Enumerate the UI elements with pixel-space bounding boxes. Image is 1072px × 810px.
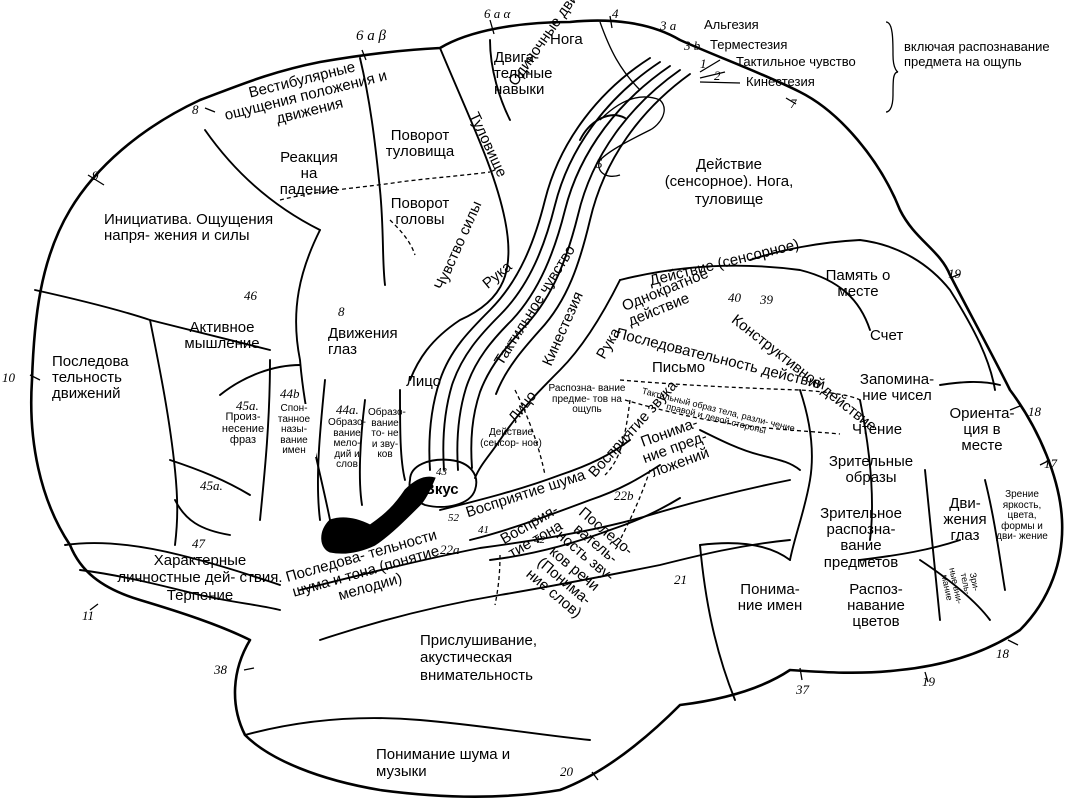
area-42-number: 42: [534, 534, 545, 546]
algesia-label: Альгезия: [704, 17, 759, 32]
tone-sounds-label: Образо- вание то- не и зву- ков: [368, 407, 406, 460]
area-37-number: 37: [796, 682, 809, 697]
taste-box: [408, 458, 478, 508]
area-39-number: 39: [760, 292, 773, 307]
area-46-number: 46: [244, 288, 257, 303]
writing-label: Письмо: [652, 359, 706, 376]
visual-reflex-label: Зри- тель- ные вни- мание: [939, 566, 982, 605]
leg-motor-label: Нога: [550, 31, 583, 48]
area-19-top-number: 19: [948, 266, 961, 281]
area-19-bottom-number: 19: [922, 674, 935, 689]
name-understanding-label: Понима- ние имен: [737, 581, 803, 615]
including-note-label: включая распознавание предмета на ощупь: [904, 39, 1050, 69]
motor-skills-label: Двига- тельные навыки: [494, 49, 553, 99]
area-45a-low-number: 45а.: [200, 478, 223, 493]
area-21-number: 21: [674, 572, 687, 587]
area-5-number: 5: [596, 156, 603, 171]
visual-images-label: Зрительные образы: [828, 453, 914, 487]
area-47-number: 47: [192, 536, 205, 551]
melody-label: Образо- вание мело- дий и слов: [328, 417, 366, 470]
area-10-number: 10: [2, 370, 15, 385]
area-22b-number: 22b: [614, 488, 634, 503]
area-2-number: 2: [714, 68, 721, 83]
face-motor-label: Лицо: [406, 373, 441, 390]
area-11-number: 11: [82, 608, 95, 623]
fall-reaction-label: Реакция на падение: [279, 149, 339, 199]
area-8-top-number: 8: [192, 102, 199, 117]
sequence-movements-label: Последова тельность движений: [52, 353, 129, 403]
object-recognition-label: Распозна- вание предме- тов на ощупь: [548, 383, 626, 415]
eye-movements-occ-label: Дви- жения глаз: [943, 495, 987, 545]
area-3b-number: 3 b: [684, 38, 701, 53]
area-6ab-number: 6 a β: [356, 28, 386, 44]
character-label: Характерные личностные дей- ствия. Терпе…: [117, 552, 283, 604]
reading-label: Чтение: [852, 421, 903, 438]
kinesthesia-top-label: Кинестезия: [746, 74, 815, 89]
area-20-number: 20: [560, 764, 573, 779]
tactile-top-label: Тактильное чувство: [736, 54, 856, 69]
noise-music-label: Понимание шума и музыки: [376, 746, 511, 781]
taste-label: Вкус: [424, 481, 459, 498]
thermesthesia-label: Терместезия: [710, 37, 788, 52]
brain-outline: [29, 19, 1064, 799]
area-8-number: 8: [338, 304, 345, 319]
sylvian-fissure: [321, 476, 436, 554]
area-9-number: 9: [92, 168, 99, 183]
trunk-turn-label: Поворот туловища: [385, 127, 455, 161]
area-41-number: 41: [478, 524, 489, 536]
orientation-label: Ориента- ция в месте: [949, 405, 1015, 455]
listening-label: Прислушивание, акустическая внимательнос…: [420, 632, 537, 684]
pronunciation-label: Произ- несение фраз: [221, 411, 265, 447]
area-18-bottom-number: 18: [996, 646, 1009, 661]
area-22a-number: 22а: [440, 542, 460, 557]
area-1-number: 1: [700, 56, 707, 71]
area-4-number: 4: [612, 6, 619, 21]
area-17-number: 17: [1044, 456, 1057, 471]
area-44a-number: 44а.: [336, 402, 359, 417]
area-7-number: 7: [790, 96, 797, 111]
naming-text: Спон- танное назы- вание имен: [272, 403, 316, 457]
area-44b-number: 44b: [280, 386, 300, 401]
area-40-number: 40: [728, 290, 741, 305]
area-38-number: 38: [214, 662, 227, 677]
area-18-top-number: 18: [1028, 404, 1041, 419]
area-43-number: 43: [436, 466, 447, 478]
head-turn-label: Поворот головы: [390, 195, 450, 229]
color-recognition-label: Распоз- навание цветов: [847, 581, 905, 631]
brightness-label: Зрение яркость, цвета, формы и дви- жени…: [996, 489, 1048, 542]
number-memory-label: Запомина- ние чисел: [859, 371, 935, 405]
area-52-number: 52: [448, 512, 459, 524]
active-thinking-label: Активное мышление: [184, 319, 260, 353]
area-45a-number: 45а.: [236, 398, 259, 413]
action-sensory-label: Действие (сенсорное). Нога, туловище: [664, 156, 794, 208]
area-3a-number: 3 a: [660, 18, 677, 33]
eye-movements-label: Движения глаз: [328, 325, 398, 359]
action-sensory-small-label: Действие (сенсор- ное): [480, 427, 542, 449]
visual-recognition-label: Зрительное распозна- вание предметов: [820, 505, 902, 571]
area-6ax-number: 6 a α: [484, 6, 511, 21]
memory-place-label: Память о месте: [825, 267, 891, 301]
counting-label: Счет: [870, 327, 904, 344]
initiative-label: Инициатива. Ощущения напря- жения и силы: [104, 211, 274, 245]
